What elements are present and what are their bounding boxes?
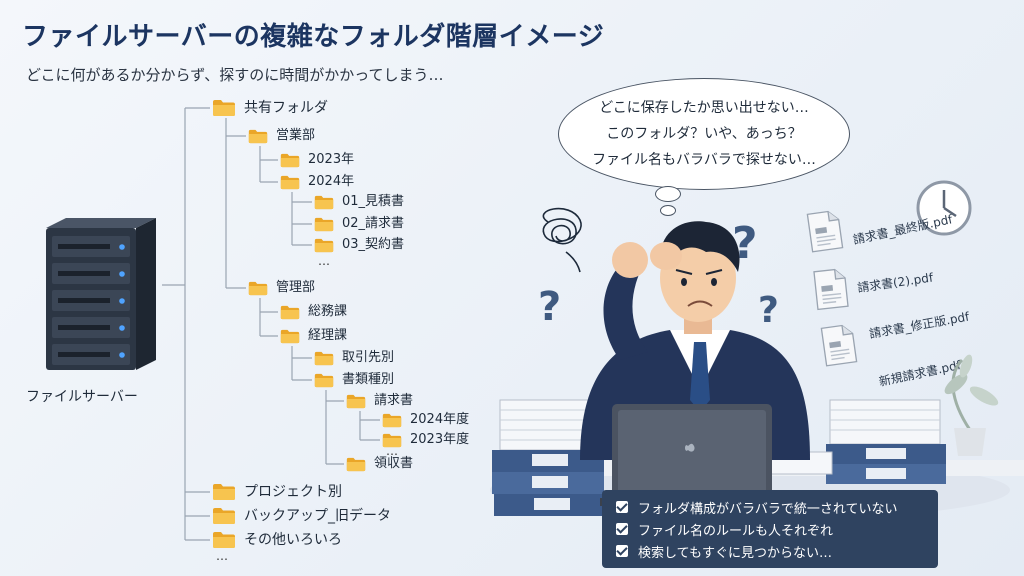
checkbox-checked-icon [616, 545, 628, 557]
folder-icon [382, 413, 402, 428]
folder-root[interactable]: 共有フォルダ [212, 99, 328, 117]
problem-checklist: フォルダ構成がバラバラで統一されていない ファイル名のルールも人それぞれ 検索し… [602, 490, 938, 568]
folder-label: 管理部 [276, 280, 316, 295]
folder-icon [280, 329, 300, 344]
pdf-file-label: 請求書(2).pdf [856, 270, 934, 295]
folder-icon [314, 373, 334, 388]
folder-icon [314, 238, 334, 253]
checkbox-checked-icon [616, 501, 628, 513]
folder-label: 経理課 [308, 328, 348, 343]
folder-by-client[interactable]: 取引先別 [314, 349, 394, 367]
folder-label: 取引先別 [342, 350, 395, 365]
folder-general[interactable]: 総務課 [280, 303, 347, 321]
folder-contract[interactable]: 03_契約書 [314, 236, 404, 254]
folder-label: 2024年 [308, 174, 355, 189]
folder-fy2024[interactable]: 2024年度 [382, 411, 469, 429]
folder-by-doc-type[interactable]: 書類種別 [314, 371, 394, 389]
bubble-line: このフォルダ？いや、あっち？ [606, 126, 802, 142]
folder-label: 2024年度 [410, 412, 470, 427]
folder-label: 営業部 [276, 128, 316, 143]
page-title: ファイルサーバーの複雑なフォルダ階層イメージ [22, 22, 605, 52]
folder-label: バックアップ_旧データ [244, 508, 391, 524]
paper-stack-icon [492, 399, 611, 516]
pdf-file-label: 請求書_最終版.pdf [852, 211, 955, 247]
folder-icon [280, 305, 300, 320]
checkbox-checked-icon [616, 523, 628, 535]
tree-more-ellipsis: … [386, 444, 399, 458]
folder-label: 領収書 [374, 456, 414, 471]
bubble-tail-dot [660, 205, 676, 216]
pdf-file-label: 請求書_修正版.pdf [868, 308, 971, 340]
folder-icon [212, 99, 236, 117]
checklist-item-text: ファイル名のルールも人それぞれ [638, 523, 834, 539]
folder-fy2023[interactable]: 2023年度 [382, 431, 469, 449]
folder-label: 02_請求書 [342, 216, 405, 231]
folder-backup[interactable]: バックアップ_旧データ [212, 507, 391, 525]
folder-icon [248, 281, 268, 296]
folder-icon [248, 129, 268, 144]
folder-icon [212, 507, 236, 525]
file-server-icon [46, 218, 156, 370]
folder-accounting[interactable]: 経理課 [280, 327, 347, 345]
folder-receipts[interactable]: 領収書 [346, 455, 413, 473]
folder-label: 請求書 [374, 393, 414, 408]
folder-icon [314, 351, 334, 366]
checklist-item-text: フォルダ構成がバラバラで統一されていない [638, 501, 898, 517]
bubble-line: ファイル名もバラバラで探せない… [592, 152, 816, 168]
folder-label: 共有フォルダ [244, 100, 328, 116]
checklist-item-text: 検索してもすぐに見つからない… [638, 545, 832, 561]
folder-icon [314, 195, 334, 210]
scribble-icon [542, 207, 582, 273]
pdf-file-icon [806, 209, 858, 367]
folder-label: プロジェクト別 [244, 484, 342, 500]
folder-label: 総務課 [308, 304, 348, 319]
tree-more-ellipsis: … [216, 549, 229, 563]
folder-icon [212, 483, 236, 501]
bubble-line: どこに保存したか思い出せない… [599, 100, 809, 116]
tree-more-ellipsis: … [318, 254, 331, 268]
folder-estimate[interactable]: 01_見積書 [314, 193, 404, 211]
folder-sales[interactable]: 営業部 [248, 127, 315, 145]
folder-label: 2023年度 [410, 432, 470, 447]
folder-icon [280, 175, 300, 190]
folder-2024[interactable]: 2024年 [280, 173, 354, 191]
checklist-item: 検索してもすぐに見つからない… [616, 540, 924, 562]
checklist-item: フォルダ構成がバラバラで統一されていない [616, 496, 924, 518]
plant-icon [944, 354, 999, 456]
folder-label: 書類種別 [342, 372, 395, 387]
folder-2023[interactable]: 2023年 [280, 151, 354, 169]
question-mark-icon: ? [538, 284, 561, 330]
folder-icon [280, 153, 300, 168]
folder-icon [346, 457, 366, 472]
folder-invoice[interactable]: 02_請求書 [314, 215, 404, 233]
folder-icon [314, 217, 334, 232]
question-mark-icon: ? [758, 290, 779, 331]
folder-label: 01_見積書 [342, 194, 405, 209]
clock-icon [916, 180, 972, 236]
folder-admin[interactable]: 管理部 [248, 279, 315, 297]
checklist-item: ファイル名のルールも人それぞれ [616, 518, 924, 540]
folder-icon [346, 394, 366, 409]
paper-stack-icon [769, 399, 946, 484]
folder-label: 03_契約書 [342, 237, 405, 252]
folder-misc[interactable]: その他いろいろ [212, 531, 342, 549]
folder-icon [212, 531, 236, 549]
folder-label: 2023年 [308, 152, 355, 167]
bubble-tail-dot [655, 186, 681, 202]
thought-bubble: どこに保存したか思い出せない… このフォルダ？いや、あっち？ ファイル名もバラバ… [558, 78, 850, 190]
server-label: ファイルサーバー [26, 389, 138, 405]
page-subtitle: どこに何があるか分からず、探すのに時間がかかってしまう… [26, 66, 444, 84]
folder-projects[interactable]: プロジェクト別 [212, 483, 342, 501]
folder-label: その他いろいろ [244, 532, 342, 548]
folder-invoices[interactable]: 請求書 [346, 392, 413, 410]
